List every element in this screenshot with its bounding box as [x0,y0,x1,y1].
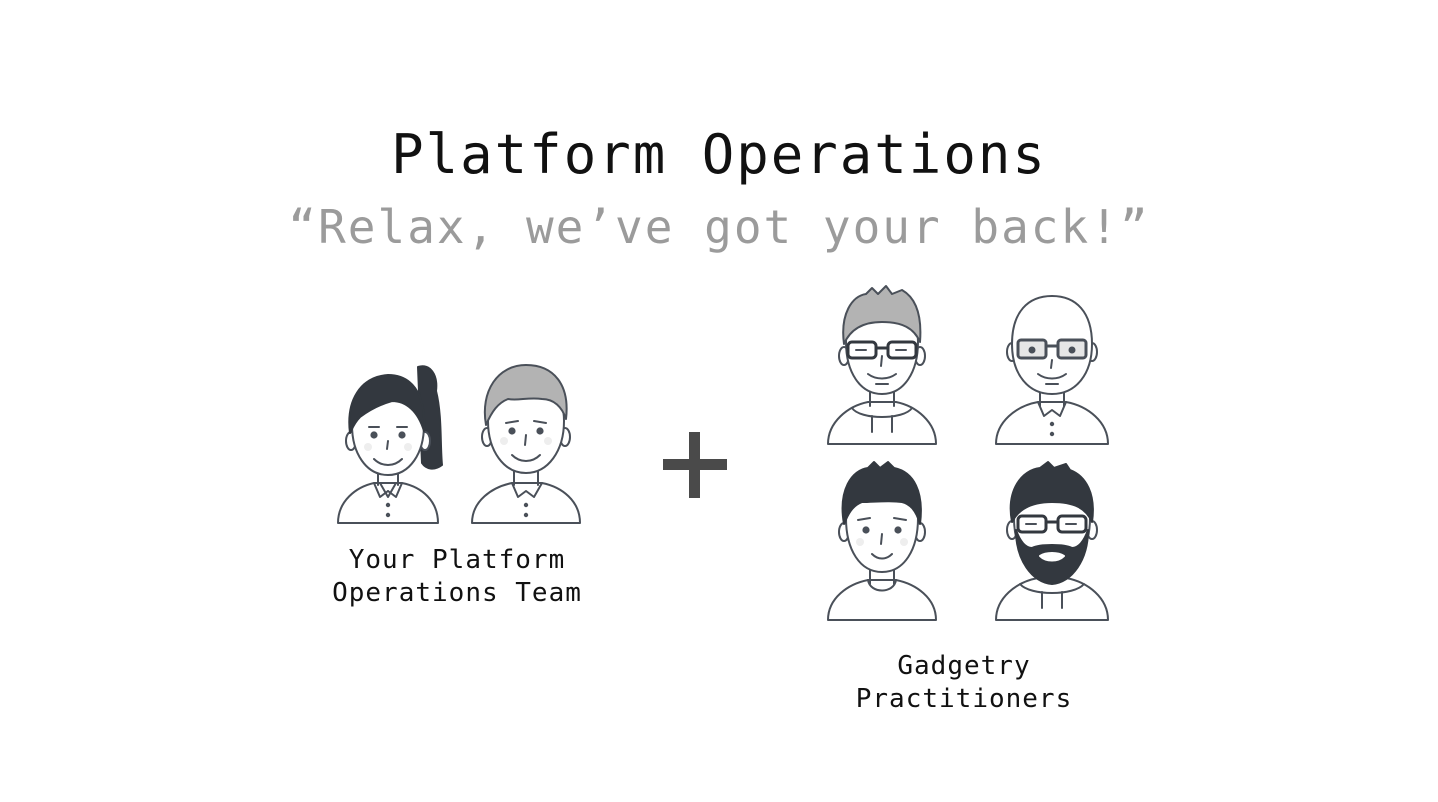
plus-icon [663,432,727,498]
practitioners-label-line-1: Gadgetry [897,651,1031,681]
team-label-line-2: Operations Team [332,578,582,608]
man-grey-hair-avatar-icon [471,364,581,524]
team-label-line-1: Your Platform [348,545,566,575]
man-glasses-hoodie-avatar-icon [827,285,937,445]
bearded-man-glasses-avatar-icon [995,461,1109,621]
woman-avatar-icon [337,365,443,524]
bald-man-glasses-avatar-icon [995,295,1109,445]
plus-icon-vertical [689,432,700,498]
practitioners-label: Gadgetry Practitioners [830,650,1098,716]
team-label: Your Platform Operations Team [318,544,596,610]
man-dark-hair-avatar-icon [827,461,937,621]
slide-subtitle: “Relax, we’ve got your back!” [288,200,1150,254]
practitioners-label-line-2: Practitioners [855,684,1073,714]
slide-title: Platform Operations [391,123,1047,186]
